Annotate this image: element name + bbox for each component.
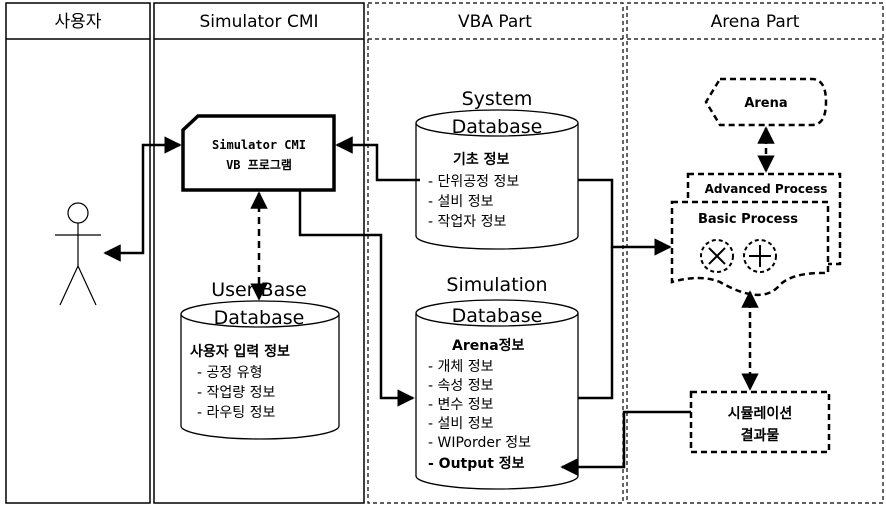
user-db-item: - 라우팅 정보 (197, 405, 275, 421)
sim-db-output-item: - Output 정보 (428, 455, 525, 472)
arrow-result-output (560, 410, 691, 476)
arena-terminal: Arena (704, 77, 828, 127)
sim-db-title2: Database (452, 305, 543, 327)
system-db-title1: System (462, 88, 533, 110)
result-line2: 결과물 (741, 427, 780, 444)
lane-user-title: 사용자 (55, 12, 102, 32)
process-plus-icon (743, 239, 777, 273)
sim-db-heading: Arena정보 (452, 337, 525, 354)
cmi-program-box: Simulator CMI VB 프로그램 (181, 114, 336, 192)
arrow-cmi-simdb (298, 190, 415, 407)
line-simdb-arena (578, 247, 614, 400)
sim-db-item: - 설비 정보 (428, 416, 494, 432)
sim-db-item: - WIPorder 정보 (428, 435, 531, 451)
sim-db-title1: Simulation (446, 274, 547, 296)
basic-process-label: Basic Process (698, 212, 798, 227)
simulation-result-box: 시뮬레이션 결과물 (689, 390, 831, 454)
user-db-heading: 사용자 입력 정보 (190, 343, 290, 360)
user-db-item: - 공정 유형 (197, 365, 262, 381)
system-db-item: - 단위공정 정보 (428, 174, 519, 190)
system-db-heading: 기초 정보 (453, 151, 510, 168)
lane-cmi-title: Simulator CMI (200, 12, 319, 32)
user-actor (55, 202, 101, 306)
arena-terminal-label: Arena (744, 96, 787, 111)
simulation-database: Simulation Database Arena정보 - 개체 정보 - 속성… (415, 274, 579, 490)
sim-db-item: - 개체 정보 (428, 359, 494, 375)
lane-vba-title: VBA Part (458, 12, 532, 32)
system-db-item: - 작업자 정보 (428, 214, 506, 230)
lane-vba: VBA Part (367, 2, 624, 504)
connectors (103, 126, 775, 476)
cmi-program-line1: Simulator CMI (212, 138, 306, 152)
system-database: System Database 기초 정보 - 단위공정 정보 - 설비 정보 … (415, 88, 579, 250)
userbase-database: User Base Database 사용자 입력 정보 - 공정 유형 - 작… (180, 279, 340, 440)
lane-arena: Arena Part (626, 2, 884, 504)
process-x-icon (700, 239, 734, 273)
arrow-user-cmi (103, 136, 182, 262)
cmi-program-line2: VB 프로그램 (226, 157, 292, 172)
result-line1: 시뮬레이션 (728, 405, 792, 422)
advanced-process-label: Advanced Process (705, 182, 828, 196)
sim-db-item: - 변수 정보 (428, 397, 494, 413)
arrow-systemdb-cmi (335, 136, 420, 182)
arrow-systemdb-arena (578, 178, 672, 256)
user-db-title2: Database (214, 307, 305, 329)
basic-process-box: Basic Process (670, 200, 830, 297)
sim-db-item: - 속성 정보 (428, 378, 494, 394)
system-db-item: - 설비 정보 (428, 194, 494, 210)
system-db-title2: Database (452, 116, 543, 138)
user-db-item: - 작업량 정보 (197, 385, 275, 401)
lane-arena-title: Arena Part (711, 12, 800, 32)
